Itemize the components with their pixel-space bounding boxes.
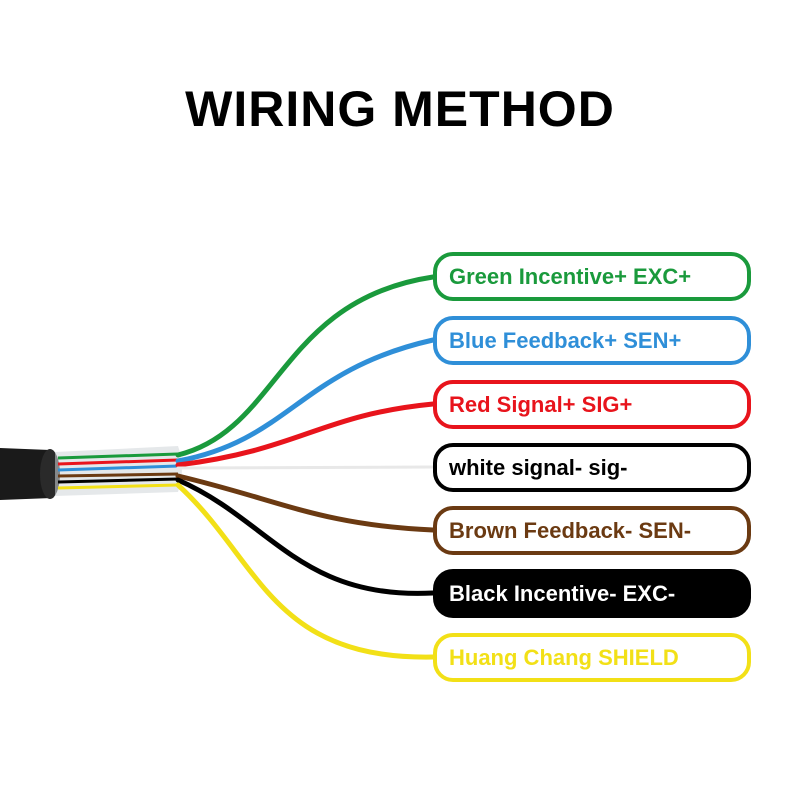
- wire-brown: [175, 473, 436, 533]
- bundle-strand-green: [57, 452, 179, 460]
- label-yellow: Huang Chang SHIELD: [433, 633, 751, 682]
- label-brown-text: Brown Feedback- SEN-: [449, 518, 692, 543]
- label-red-text: Red Signal+ SIG+: [449, 392, 633, 417]
- bundle-strand-brown: [57, 472, 179, 478]
- bundle-strand-red: [57, 458, 179, 466]
- label-green: Green Incentive+ EXC+: [433, 252, 751, 301]
- label-red: Red Signal+ SIG+: [433, 380, 751, 429]
- label-green-text: Green Incentive+ EXC+: [449, 264, 692, 289]
- wire-black: [175, 477, 436, 596]
- bundle-strand-black: [57, 477, 179, 484]
- label-brown: Brown Feedback- SEN-: [433, 506, 751, 555]
- label-blue: Blue Feedback+ SEN+: [433, 316, 751, 365]
- label-white: white signal- sig-: [433, 443, 751, 492]
- label-blue-text: Blue Feedback+ SEN+: [449, 328, 682, 353]
- bundle-strand-blue: [57, 464, 179, 472]
- wire-white: [176, 465, 435, 470]
- wire-green: [175, 274, 436, 458]
- label-white-text: white signal- sig-: [449, 455, 628, 480]
- bundle-strands: [57, 452, 179, 490]
- wire-red: [175, 401, 436, 468]
- diagram-title: WIRING METHOD: [185, 81, 615, 137]
- label-black-text: Black Incentive- EXC-: [449, 581, 676, 606]
- wire-blue: [175, 337, 436, 464]
- bundle-strand-yellow: [57, 483, 179, 490]
- label-yellow-text: Huang Chang SHIELD: [449, 645, 679, 670]
- label-black: Black Incentive- EXC-: [433, 569, 751, 618]
- wire-yellow: [175, 482, 436, 660]
